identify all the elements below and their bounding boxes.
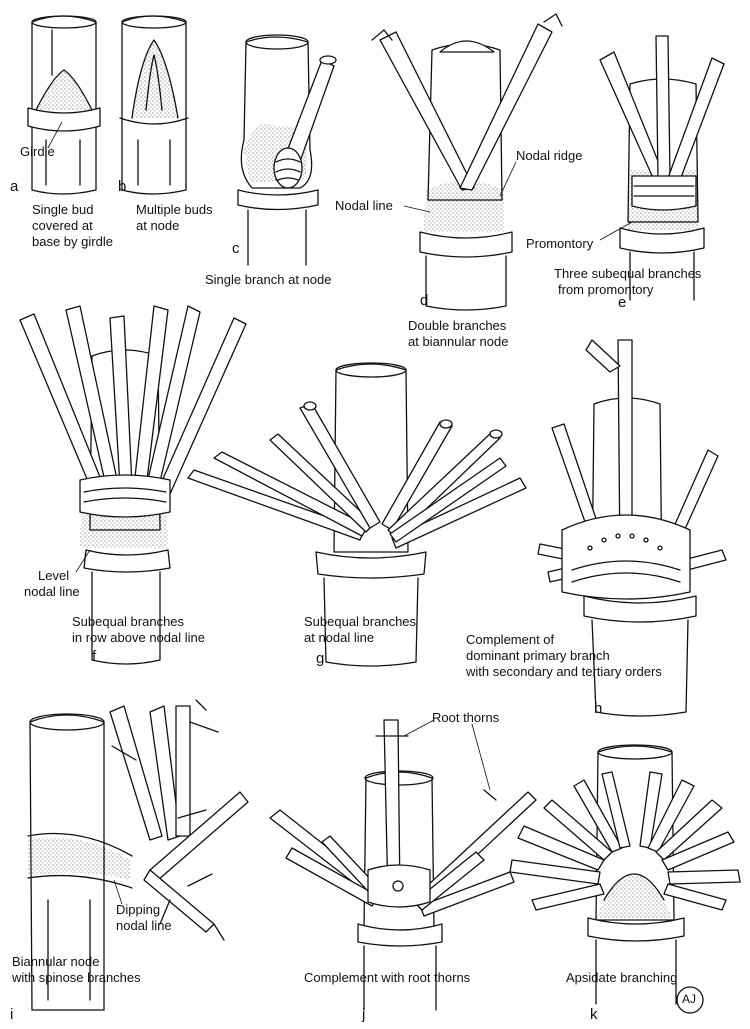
nodal-line-label: Nodal line — [335, 198, 393, 213]
nodal-ridge-label: Nodal ridge — [516, 148, 583, 163]
panel-b-caption-2: at node — [136, 218, 180, 233]
promontory-label: Promontory — [526, 236, 594, 251]
girdle-label: Girdle — [20, 144, 55, 159]
leader-lines — [47, 121, 633, 905]
panel-e-letter: e — [618, 294, 627, 311]
panel-c-letter: c — [232, 240, 240, 257]
panel-j-letter: j — [362, 1006, 366, 1023]
panel-h-caption-1: Complement of — [466, 632, 555, 647]
panel-c-caption: Single branch at node — [205, 272, 332, 287]
panel-a-caption-2: covered at — [32, 218, 93, 233]
panel-h-caption-2: dominant primary branch — [466, 648, 610, 663]
panel-h-caption-3: with secondary and tertiary orders — [466, 664, 662, 679]
panel-k-letter: k — [590, 1006, 598, 1023]
panel-e-caption-1: Three subequal branches — [554, 266, 702, 281]
panel-b-drawing — [119, 15, 189, 195]
panel-f-caption-1: Subequal branches — [72, 614, 185, 629]
panel-g-caption-2: at nodal line — [304, 630, 375, 645]
dipping-label-1: Dipping — [116, 902, 161, 917]
panel-f-letter: f — [92, 648, 97, 665]
panel-c-drawing — [237, 34, 337, 266]
panel-b-caption-1: Multiple buds — [136, 202, 213, 217]
signature-monogram — [676, 986, 704, 1014]
panel-g-drawing — [187, 362, 527, 667]
panel-e-drawing — [599, 35, 725, 301]
dipping-label-2: nodal line — [116, 918, 172, 933]
panel-f-drawing — [19, 305, 247, 665]
panel-j-caption: Complement with root thorns — [304, 970, 471, 985]
panel-e-caption-2: from promontory — [558, 282, 654, 297]
panel-d-caption-2: at biannular node — [408, 334, 509, 349]
level-label-2: nodal line — [24, 584, 80, 599]
panel-a-caption-3: base by girdle — [32, 234, 113, 249]
panel-g-letter: g — [316, 650, 325, 667]
level-label-1: Level — [38, 568, 70, 583]
panel-h-drawing — [537, 339, 727, 717]
panel-a-letter: a — [10, 178, 19, 195]
panel-a-drawing — [27, 15, 101, 195]
panel-h-letter: h — [594, 700, 603, 717]
root-thorns-label: Root thorns — [432, 710, 500, 725]
panel-g-caption-1: Subequal branches — [304, 614, 417, 629]
signature-text: AJ — [682, 992, 697, 1006]
panel-d-drawing — [371, 13, 563, 311]
panel-k-caption: Apsidate branching — [566, 970, 678, 985]
panel-b-letter: b — [118, 178, 127, 195]
panel-i-caption-2: with spinose branches — [12, 970, 141, 985]
panel-d-letter: d — [420, 292, 429, 309]
panel-i-caption-1: Biannular node — [12, 954, 100, 969]
panel-d-caption-1: Double branches — [408, 318, 507, 333]
panel-i-letter: i — [10, 1006, 14, 1023]
panel-i-drawing — [27, 699, 249, 1011]
panel-f-caption-2: in row above nodal line — [72, 630, 205, 645]
panel-a-caption-1: Single bud — [32, 202, 94, 217]
panel-k-drawing — [509, 744, 741, 1005]
panel-j-drawing — [269, 719, 537, 1011]
